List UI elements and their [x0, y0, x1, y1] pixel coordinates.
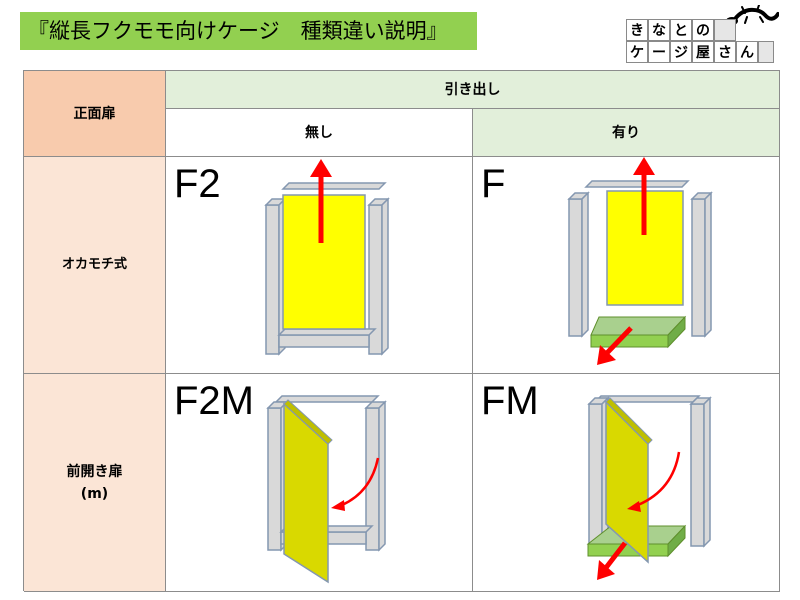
column-group-header-drawer: 引き出し: [166, 71, 780, 109]
cage-type-cell-f: F: [473, 157, 780, 374]
swing-door-panel: [605, 397, 653, 564]
logo-char-block: ー: [648, 41, 670, 63]
lift-door-panel: [282, 194, 366, 330]
model-code: FM: [481, 379, 539, 423]
cage-frame: [567, 180, 713, 338]
row-header-label: 前開き扉 (m): [66, 463, 123, 502]
model-code: F2: [174, 162, 221, 206]
logo-char-block: 屋: [692, 41, 714, 63]
column-header-label: 無し: [305, 124, 333, 141]
logo-blank-block: [758, 41, 774, 63]
model-code: F2M: [174, 379, 254, 423]
comparison-table: 正面扉 引き出し 無し 有り オカモチ式 F2: [23, 70, 780, 592]
corner-header-front-door: 正面扉: [24, 71, 166, 157]
logo-char-block: ジ: [670, 41, 692, 63]
lift-up-arrow-icon: [633, 157, 655, 235]
column-group-label: 引き出し: [444, 81, 501, 98]
drawer-pull-arrow-icon: [597, 541, 627, 580]
swing-open-arrow-icon: [331, 457, 380, 511]
drawer-pull-arrow-icon: [597, 326, 633, 365]
column-header-label: 有り: [612, 124, 640, 141]
model-code: F: [481, 162, 506, 206]
column-header-with-drawer: 有り: [473, 109, 780, 157]
cage-swing-door-drawer-diagram: [586, 395, 712, 580]
cage-frame: [264, 182, 390, 356]
logo-blank-block: [714, 19, 736, 41]
logo-char-block: き: [626, 19, 648, 41]
drawer-tray: [590, 315, 687, 349]
cage-type-cell-f2m: F2M: [166, 374, 473, 592]
lift-door-panel: [606, 190, 684, 306]
cage-type-cell-f2: F2: [166, 157, 473, 374]
lift-up-arrow-icon: [310, 159, 332, 243]
shop-logo: き な と の ケ ー ジ 屋 さ ん: [619, 5, 779, 67]
logo-char-block: と: [670, 19, 692, 41]
logo-char-block: な: [648, 19, 670, 41]
corner-header-label: 正面扉: [73, 105, 116, 122]
row-header-label: オカモチ式: [61, 257, 127, 272]
cage-type-cell-fm: FM: [473, 374, 780, 592]
page-title: 『縦長フクモモ向けケージ 種類違い説明』: [20, 12, 477, 50]
cage-swing-door-diagram: [266, 395, 387, 584]
logo-char-block: ケ: [626, 41, 648, 63]
cage-lift-door-drawer-diagram: [567, 157, 713, 365]
swing-open-arrow-icon: [627, 451, 681, 512]
logo-char-block: の: [692, 19, 714, 41]
column-header-no-drawer: 無し: [166, 109, 473, 157]
cage-lift-door-diagram: [264, 159, 390, 356]
logo-char-block: ん: [736, 41, 758, 63]
row-header-front-opening: 前開き扉 (m): [24, 374, 166, 592]
swing-door-panel: [283, 399, 333, 584]
row-header-okamochi: オカモチ式: [24, 157, 166, 374]
logo-char-block: さ: [714, 41, 736, 63]
